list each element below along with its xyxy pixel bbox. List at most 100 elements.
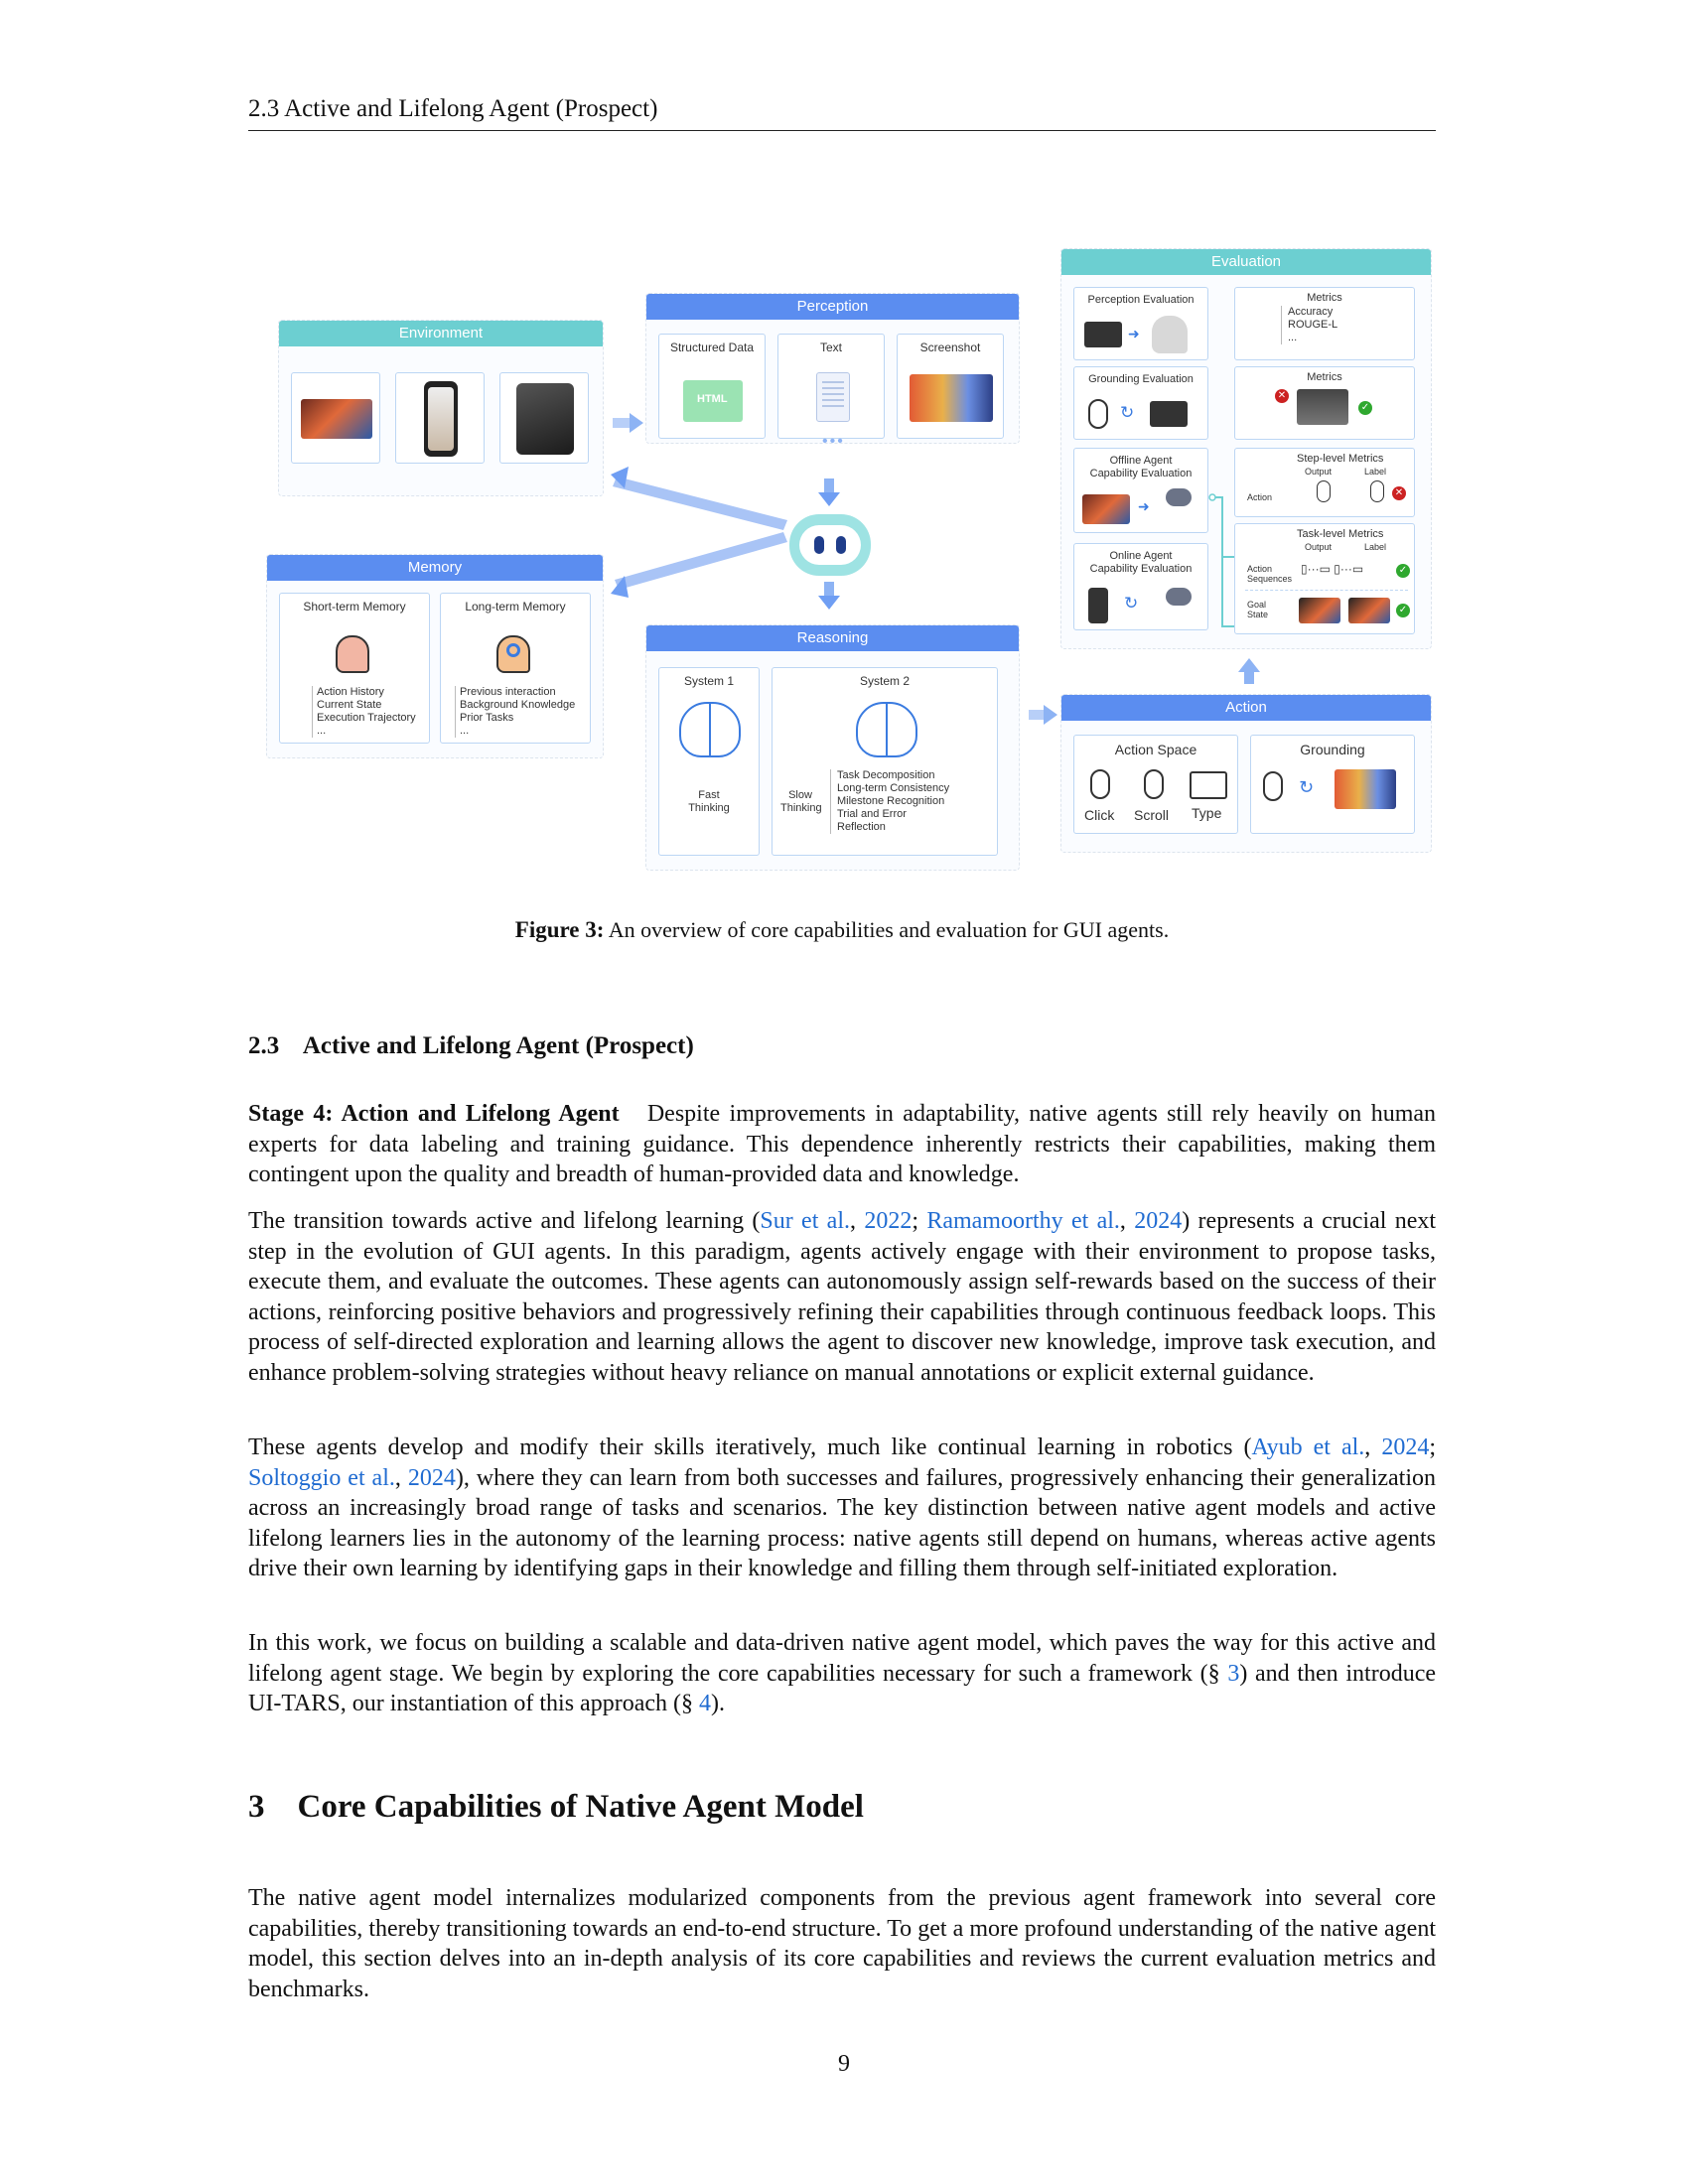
reasoning-panel: Reasoning System 1 Fast Thinking System … [645,624,1020,871]
action-space-card: Action Space Click Scroll Type [1073,735,1238,834]
tablet-icon [516,383,574,455]
agent-to-reasoning-arrowhead [818,596,840,610]
perception-panel: Perception Structured Data HTML Text Scr… [645,293,1020,450]
paragraph-stage-4: Stage 4: Action and Lifelong Agent Despi… [248,1099,1436,1190]
section-ref-4[interactable]: 4 [699,1691,711,1717]
offline-evaluation-label: Offline Agent Capability Evaluation [1089,455,1193,479]
short-term-memory-card: Short-term Memory Action History Current… [279,593,430,744]
grounding-card: Grounding ↻ [1250,735,1415,834]
long-term-memory-list: Previous interaction Background Knowledg… [455,686,575,738]
caption-label: Figure 3: [514,917,605,942]
evaluation-title: Evaluation [1061,249,1431,275]
task-level-title: Task-level Metrics [1297,528,1384,540]
citation-ayub-year[interactable]: 2024 [1381,1434,1430,1460]
click-label: Click [1084,807,1115,823]
check-icon: ✓ [1358,401,1372,415]
metrics1-item: ... [1288,332,1298,343]
phone-icon [424,381,458,457]
robot-icon [1166,588,1192,606]
short-term-item: Action History [317,686,384,698]
citation-soltoggio-year[interactable]: 2024 [407,1464,456,1491]
action-panel: Action Action Space Click Scroll Type Gr… [1060,694,1432,853]
citation-soltoggio[interactable]: Soltoggio et al. [248,1464,395,1491]
screenshot-icon [1348,598,1390,623]
screenshot-label: Screenshot [919,341,981,354]
desktop-screen-icon [301,399,372,439]
perception-evaluation-label: Perception Evaluation [1087,294,1195,306]
action-to-evaluation-arrow [1244,672,1254,684]
short-term-item: ... [317,725,327,737]
long-term-memory-title: Long-term Memory [465,600,566,614]
reasoning-to-action-arrow [1029,710,1045,720]
metrics1-list: Accuracy ROUGE-L ... [1281,306,1337,344]
citation-separator: , [1119,1208,1135,1234]
head-gear-icon [496,635,530,673]
monitor-icon [1084,322,1122,347]
error-icon: ✕ [1275,389,1289,403]
citation-separator: ; [1429,1434,1436,1460]
paragraph-text: The transition towards active and lifelo… [248,1208,761,1234]
environment-panel: Environment [278,320,604,496]
long-term-item: Previous interaction [460,686,556,698]
phone-icon [1088,588,1108,623]
system2-item: Task Decomposition [837,769,935,781]
grounding-evaluation-label: Grounding Evaluation [1088,373,1194,385]
evaluation-panel: Evaluation Perception Evaluation ➜ Metri… [1060,248,1432,649]
online-evaluation-label: Online Agent Capability Evaluation [1089,550,1193,575]
citation-ramamoorthy-year[interactable]: 2024 [1134,1208,1183,1234]
more-dots: ••• [822,433,845,450]
figure-3: Environment Perception Structured Data H… [263,248,1435,874]
phone-card [395,372,485,464]
step-level-title: Step-level Metrics [1297,453,1384,465]
section-heading-3: 3 Core Capabilities of Native Agent Mode… [248,1789,864,1825]
document-icon [816,372,850,422]
citation-sur-year[interactable]: 2022 [864,1208,913,1234]
step-level-row: Action [1247,492,1273,502]
metrics1-card: Metrics Accuracy ROUGE-L ... [1234,287,1415,360]
paragraph-text: ), where they can learn from both succes… [248,1464,1437,1582]
system2-item: Trial and Error [837,808,907,820]
citation-separator: , [850,1208,865,1234]
mouse-icon [1370,480,1384,502]
error-icon: ✕ [1392,486,1406,500]
paragraph-text: ) and then introduce UI-TARS, our instan… [248,1660,1436,1717]
step-level-metrics-card: Step-level Metrics Output Label Action ✕ [1234,448,1415,517]
grounding-evaluation-card: Grounding Evaluation ↻ [1073,366,1208,440]
memory-panel: Memory Short-term Memory Action History … [266,554,604,758]
citation-sur[interactable]: Sur et al. [760,1208,851,1234]
desktop-card [291,372,380,464]
html-tag: HTML [697,393,728,405]
paragraph-section-3-intro: The native agent model internalizes modu… [248,1885,1436,2002]
tablet-card [499,372,589,464]
paragraph-text: ). [711,1691,725,1717]
brain-icon [679,702,741,757]
step-level-label: Label [1364,467,1387,477]
paragraph-skills: These agents develop and modify their sk… [248,1433,1436,1584]
perception-evaluation-card: Perception Evaluation ➜ [1073,287,1208,360]
mouse-icon [1263,771,1283,801]
system2-item: Long-term Consistency [837,782,950,794]
offline-evaluation-card: Offline Agent Capability Evaluation ➜ [1073,448,1208,533]
task-level-row-sequences: Action Sequences [1247,564,1293,584]
citation-separator: , [1364,1434,1382,1460]
perception-to-agent-arrow [824,478,834,492]
system2-label: Slow Thinking [780,789,822,814]
text-label: Text [819,341,842,354]
env-to-perception-arrowhead [630,413,643,433]
metrics1-item: Accuracy [1288,306,1334,318]
action-to-evaluation-arrowhead [1238,658,1260,672]
section-ref-3[interactable]: 3 [1227,1660,1240,1687]
perception-title: Perception [646,294,1019,320]
scroll-icon [1144,769,1164,799]
paragraph-text: In this work, we focus on building a sca… [248,1630,1436,1687]
citation-ramamoorthy[interactable]: Ramamoorthy et al. [926,1208,1120,1234]
action-space-title: Action Space [1114,742,1197,757]
text-card: Text [777,334,885,439]
reasoning-title: Reasoning [646,625,1019,651]
citation-ayub[interactable]: Ayub et al. [1251,1434,1365,1460]
system1-label: Fast Thinking [688,789,730,814]
paragraph-text: These agents develop and modify their sk… [248,1434,1252,1460]
system1-card: System 1 Fast Thinking [658,667,760,856]
paragraph-this-work: In this work, we focus on building a sca… [248,1628,1436,1719]
long-term-item: Background Knowledge [460,699,576,711]
